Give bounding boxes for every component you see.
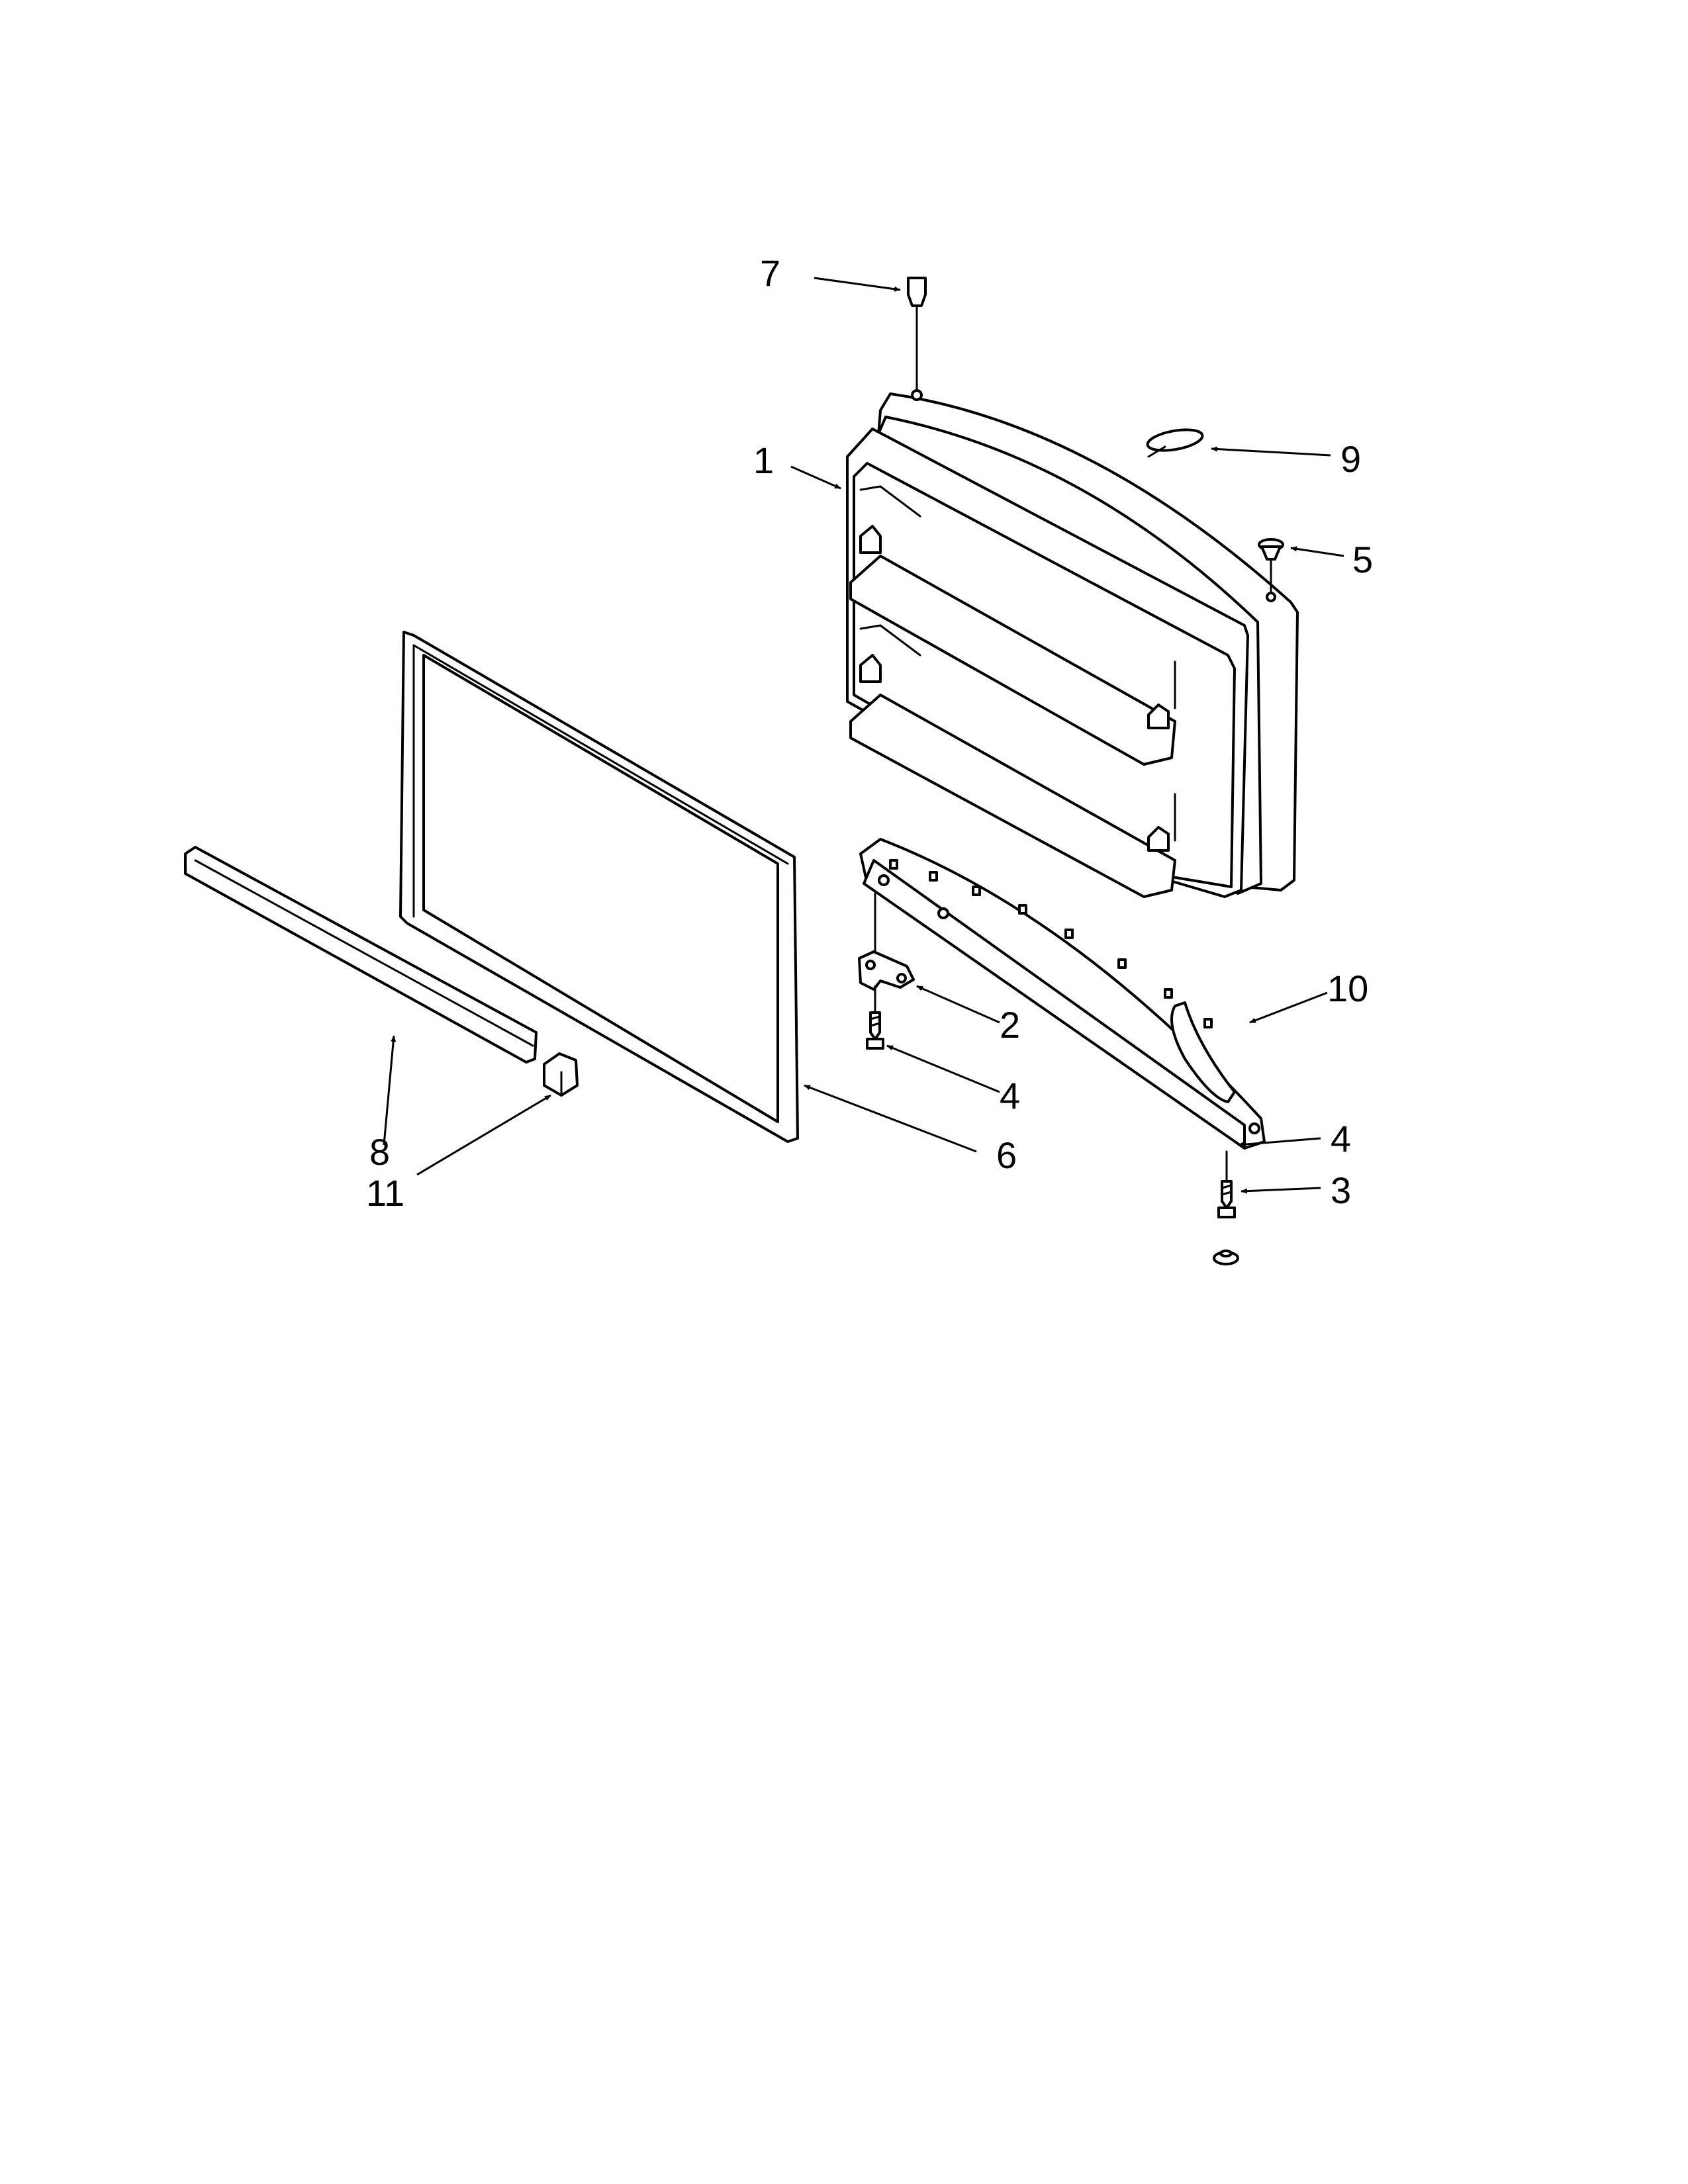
- callout-5: 5: [1352, 539, 1373, 580]
- plug-button-part: [1258, 538, 1284, 594]
- leader-lines: [383, 277, 1344, 1194]
- callout-2: 2: [1000, 1004, 1020, 1046]
- screw-part-b: [1217, 1150, 1236, 1218]
- ring-part: [1146, 428, 1204, 458]
- hinge-bracket-part: [858, 950, 915, 991]
- callout-8: 8: [369, 1131, 390, 1173]
- callout-4b: 4: [1331, 1118, 1351, 1160]
- callout-6: 6: [996, 1134, 1017, 1176]
- callout-10: 10: [1327, 968, 1368, 1009]
- callout-labels: 7 1 9 5 10 2 4 6 4 3 8 11: [366, 252, 1373, 1214]
- screw-part-a: [866, 985, 884, 1050]
- door-gasket-part: [399, 631, 799, 1143]
- callout-9: 9: [1340, 438, 1361, 480]
- trim-strip-part: [184, 846, 538, 1064]
- callout-7: 7: [760, 252, 780, 294]
- end-cap-clip-part: [543, 1052, 579, 1097]
- callout-3: 3: [1331, 1169, 1351, 1211]
- door-liner-part: [846, 389, 1299, 898]
- callout-1: 1: [753, 439, 774, 481]
- top-hinge-pin-part: [907, 277, 927, 392]
- washer-part: [1213, 1250, 1239, 1265]
- callout-4a: 4: [1000, 1075, 1020, 1116]
- door-handle-part: [859, 838, 1266, 1150]
- callout-11: 11: [366, 1172, 404, 1214]
